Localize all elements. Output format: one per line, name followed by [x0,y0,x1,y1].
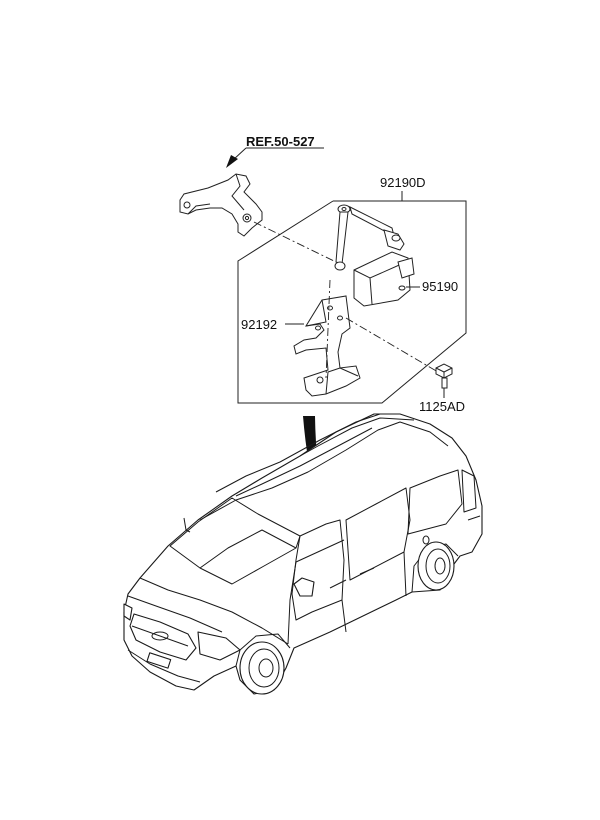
height-sensor [353,229,415,307]
vehicle-illustration [123,413,483,695]
leader-bracket-link [253,221,337,263]
label-95190[interactable]: 95190 [422,279,458,294]
leader-bolt [345,317,439,373]
upper-bracket [179,173,263,237]
assembly-frame [237,200,467,404]
ref-label[interactable]: REF.50-527 [246,134,315,149]
leader-vertical [325,279,331,379]
ref-callout[interactable]: REF.50-527 [226,134,324,168]
label-92192[interactable]: 92192 [241,317,277,332]
bolt [435,363,453,389]
ref-arrow-icon [226,155,238,168]
label-92190D[interactable]: 92190D [380,175,426,190]
label-1125AD[interactable]: 1125AD [419,399,465,414]
